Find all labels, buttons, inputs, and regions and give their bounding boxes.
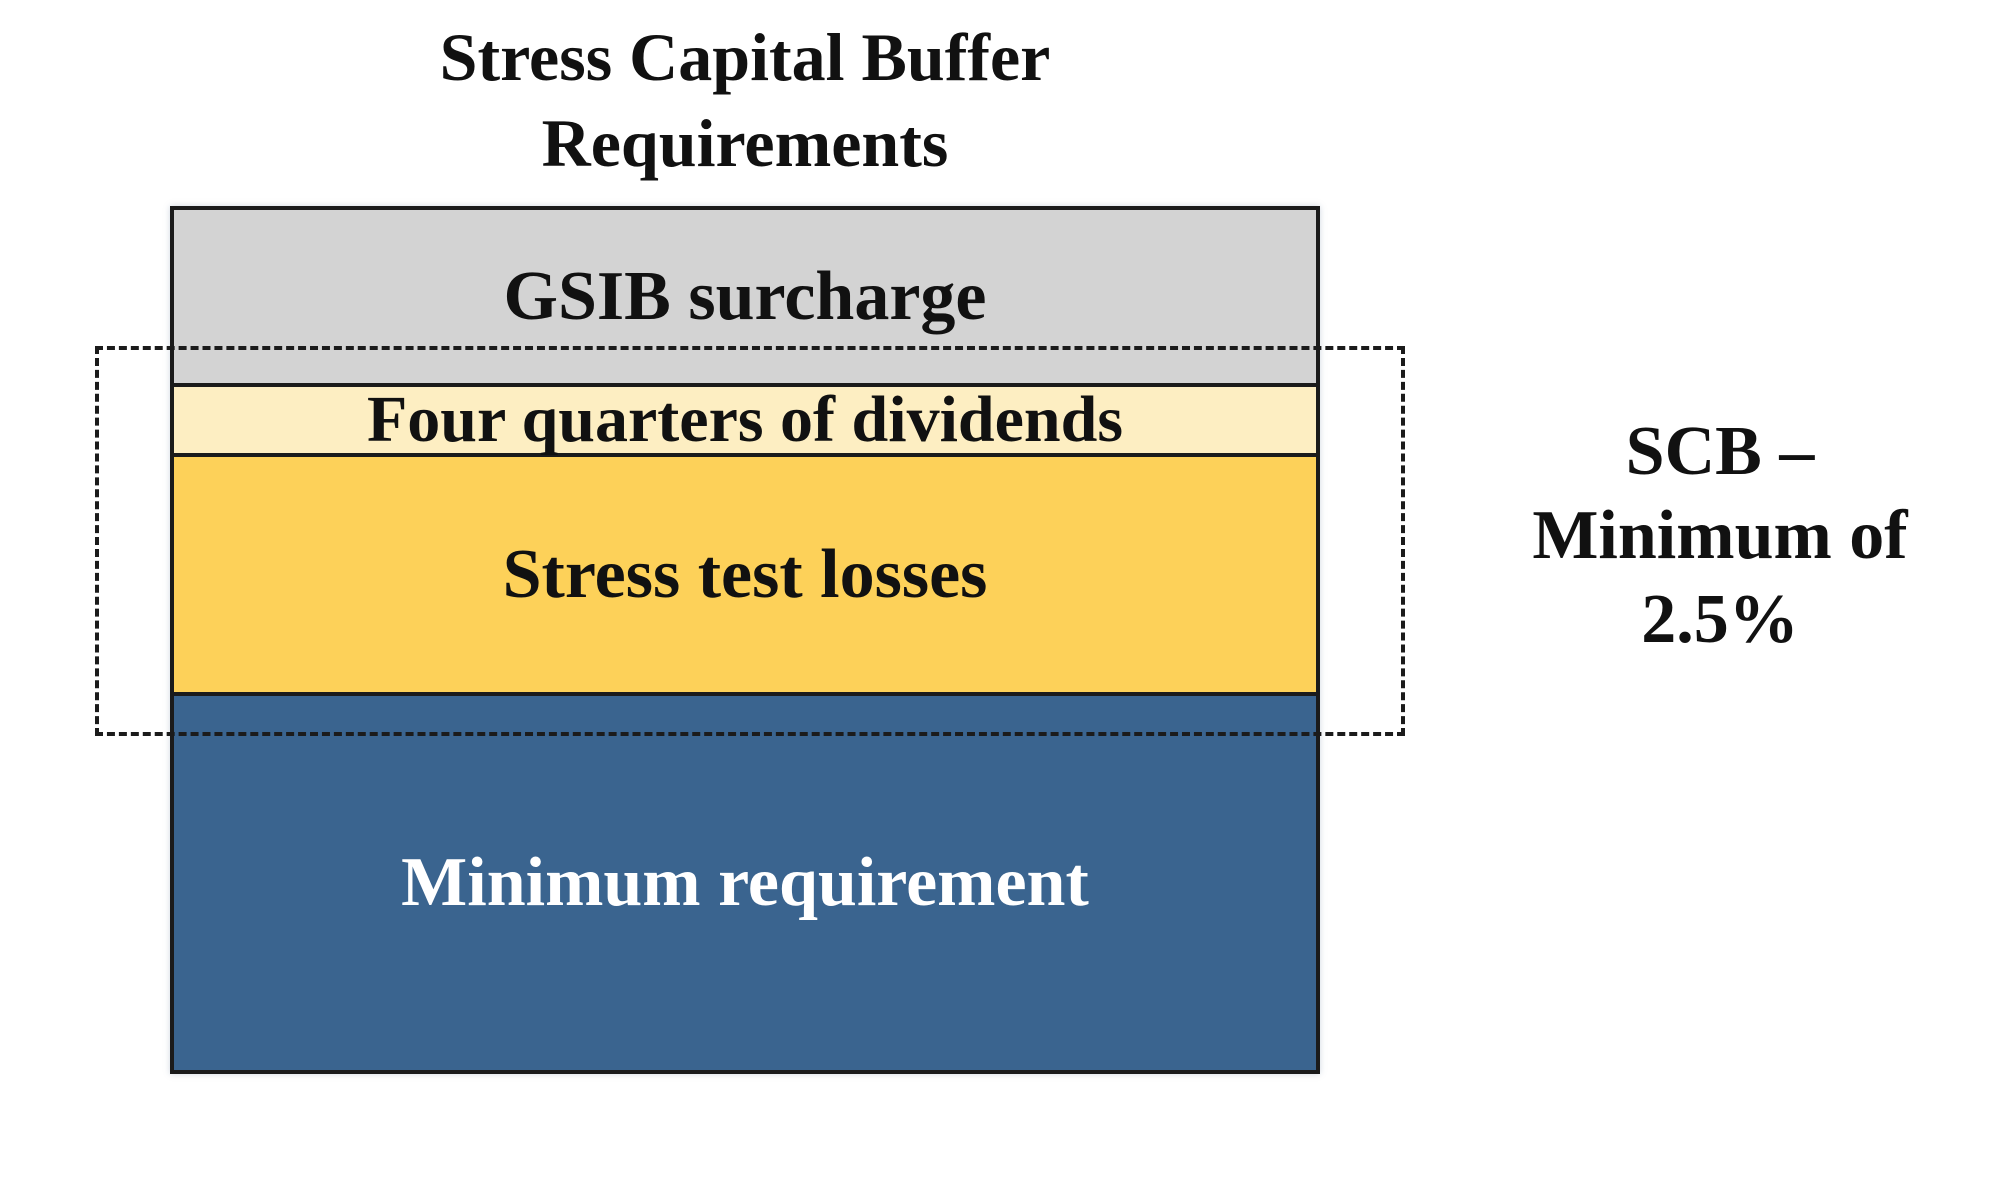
- scb-label-line-2: Minimum of: [1532, 497, 1908, 574]
- scb-label-line-1: SCB –: [1625, 413, 1815, 490]
- minimum-requirement-layer: Minimum requirement: [174, 696, 1316, 1070]
- diagram-title: Stress Capital Buffer Requirements: [170, 14, 1320, 186]
- scb-label: SCB – Minimum of 2.5%: [1480, 410, 1960, 662]
- scb-label-line-3: 2.5%: [1641, 581, 1799, 658]
- title-line-1: Stress Capital Buffer: [439, 19, 1051, 95]
- gsib-surcharge-layer: GSIB surcharge: [174, 210, 1316, 387]
- stress-test-losses-layer: Stress test losses: [174, 457, 1316, 696]
- title-line-2: Requirements: [541, 105, 949, 181]
- dividends-layer: Four quarters of dividends: [174, 387, 1316, 457]
- capital-stack: GSIB surcharge Four quarters of dividend…: [170, 206, 1320, 1074]
